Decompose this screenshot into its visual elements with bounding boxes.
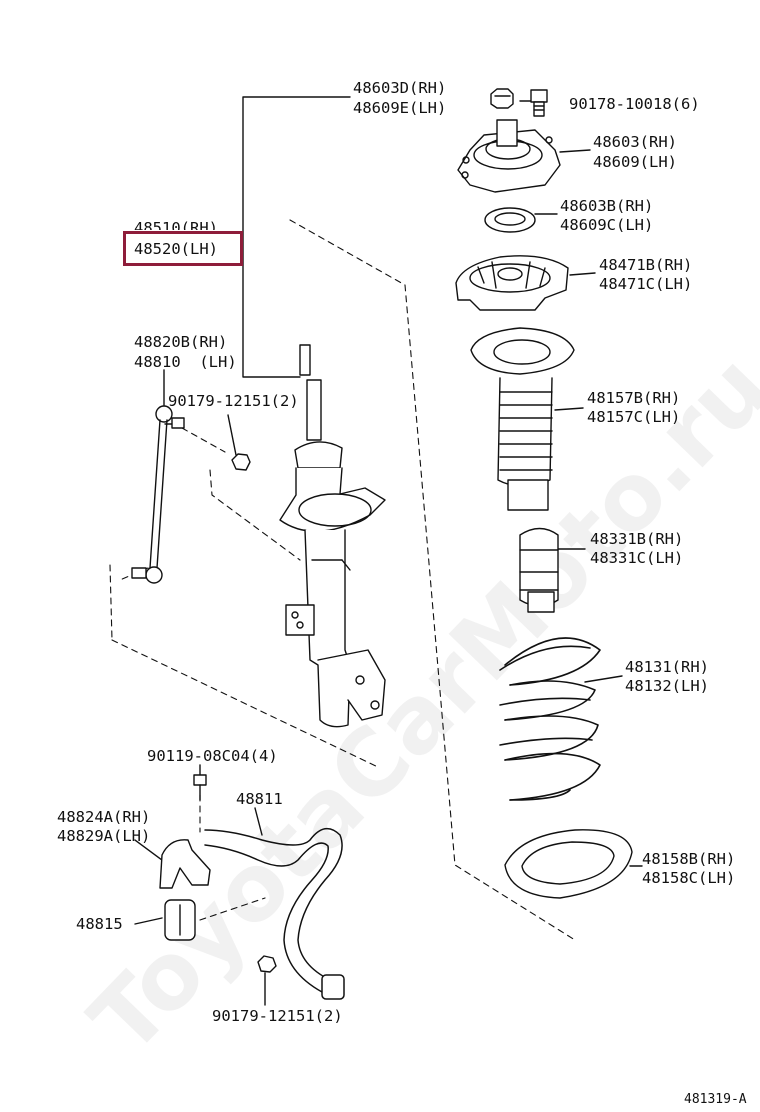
lower-insulator-icon <box>504 829 633 899</box>
label-bracket-bolt[interactable]: 90119-08C04(4) <box>147 747 278 765</box>
bearing-icon <box>484 207 536 233</box>
label-nut-upper-lh[interactable]: 48609E(LH) <box>353 99 447 117</box>
label-bumper-lh[interactable]: 48331C(LH) <box>590 549 684 567</box>
shock-absorber-icon <box>279 344 386 728</box>
highlight-box <box>123 231 243 266</box>
label-link-lh[interactable]: 48810 (LH) <box>134 353 237 371</box>
label-bolt[interactable]: 90178-10018(6) <box>569 95 700 113</box>
dust-boot-icon <box>470 327 575 511</box>
stabilizer-bar-icon <box>204 827 345 1000</box>
bump-stopper-icon <box>519 527 559 613</box>
label-strut-lh[interactable]: 48520(LH) <box>134 240 218 258</box>
bar-nut-icon <box>257 955 277 973</box>
label-link-nut[interactable]: 90179-12151(2) <box>168 392 299 410</box>
label-link-rh[interactable]: 48820B(RH) <box>134 333 228 351</box>
label-upper-seat-lh[interactable]: 48471C(LH) <box>599 275 693 293</box>
label-insulator-lh[interactable]: 48158C(LH) <box>642 869 736 887</box>
label-support-rh[interactable]: 48603(RH) <box>593 133 677 151</box>
label-insulator-rh[interactable]: 48158B(RH) <box>642 850 736 868</box>
label-bracket-rh[interactable]: 48824A(RH) <box>57 808 151 826</box>
label-bearing-rh[interactable]: 48603B(RH) <box>560 197 654 215</box>
label-nut-upper-rh[interactable]: 48603D(RH) <box>353 79 447 97</box>
label-boot-lh[interactable]: 48157C(LH) <box>587 408 681 426</box>
coil-spring-icon <box>499 637 601 801</box>
upper-nut-icon <box>490 88 514 109</box>
strut-support-icon <box>457 119 561 193</box>
label-bumper-rh[interactable]: 48331B(RH) <box>590 530 684 548</box>
label-bar-nut[interactable]: 90179-12151(2) <box>212 1007 343 1025</box>
mounting-bolt-icon <box>530 89 548 117</box>
label-support-lh[interactable]: 48609(LH) <box>593 153 677 171</box>
stabilizer-link-icon <box>131 405 185 584</box>
figure-reference: 481319-A <box>684 1092 747 1107</box>
label-bracket-lh[interactable]: 48829A(LH) <box>57 827 151 845</box>
label-bearing-lh[interactable]: 48609C(LH) <box>560 216 654 234</box>
label-spring-rh[interactable]: 48131(RH) <box>625 658 709 676</box>
bracket-bolt-icon <box>193 774 207 801</box>
label-bushing[interactable]: 48815 <box>76 915 123 933</box>
stabilizer-bracket-icon <box>159 839 211 889</box>
label-boot-rh[interactable]: 48157B(RH) <box>587 389 681 407</box>
label-spring-lh[interactable]: 48132(LH) <box>625 677 709 695</box>
upper-spring-seat-icon <box>455 255 569 311</box>
label-strut-rh[interactable]: 48510(RH) <box>134 219 218 237</box>
label-upper-seat-rh[interactable]: 48471B(RH) <box>599 256 693 274</box>
stabilizer-bushing-icon <box>164 899 196 941</box>
link-nut-icon <box>231 453 251 471</box>
label-stabilizer-bar[interactable]: 48811 <box>236 790 283 808</box>
